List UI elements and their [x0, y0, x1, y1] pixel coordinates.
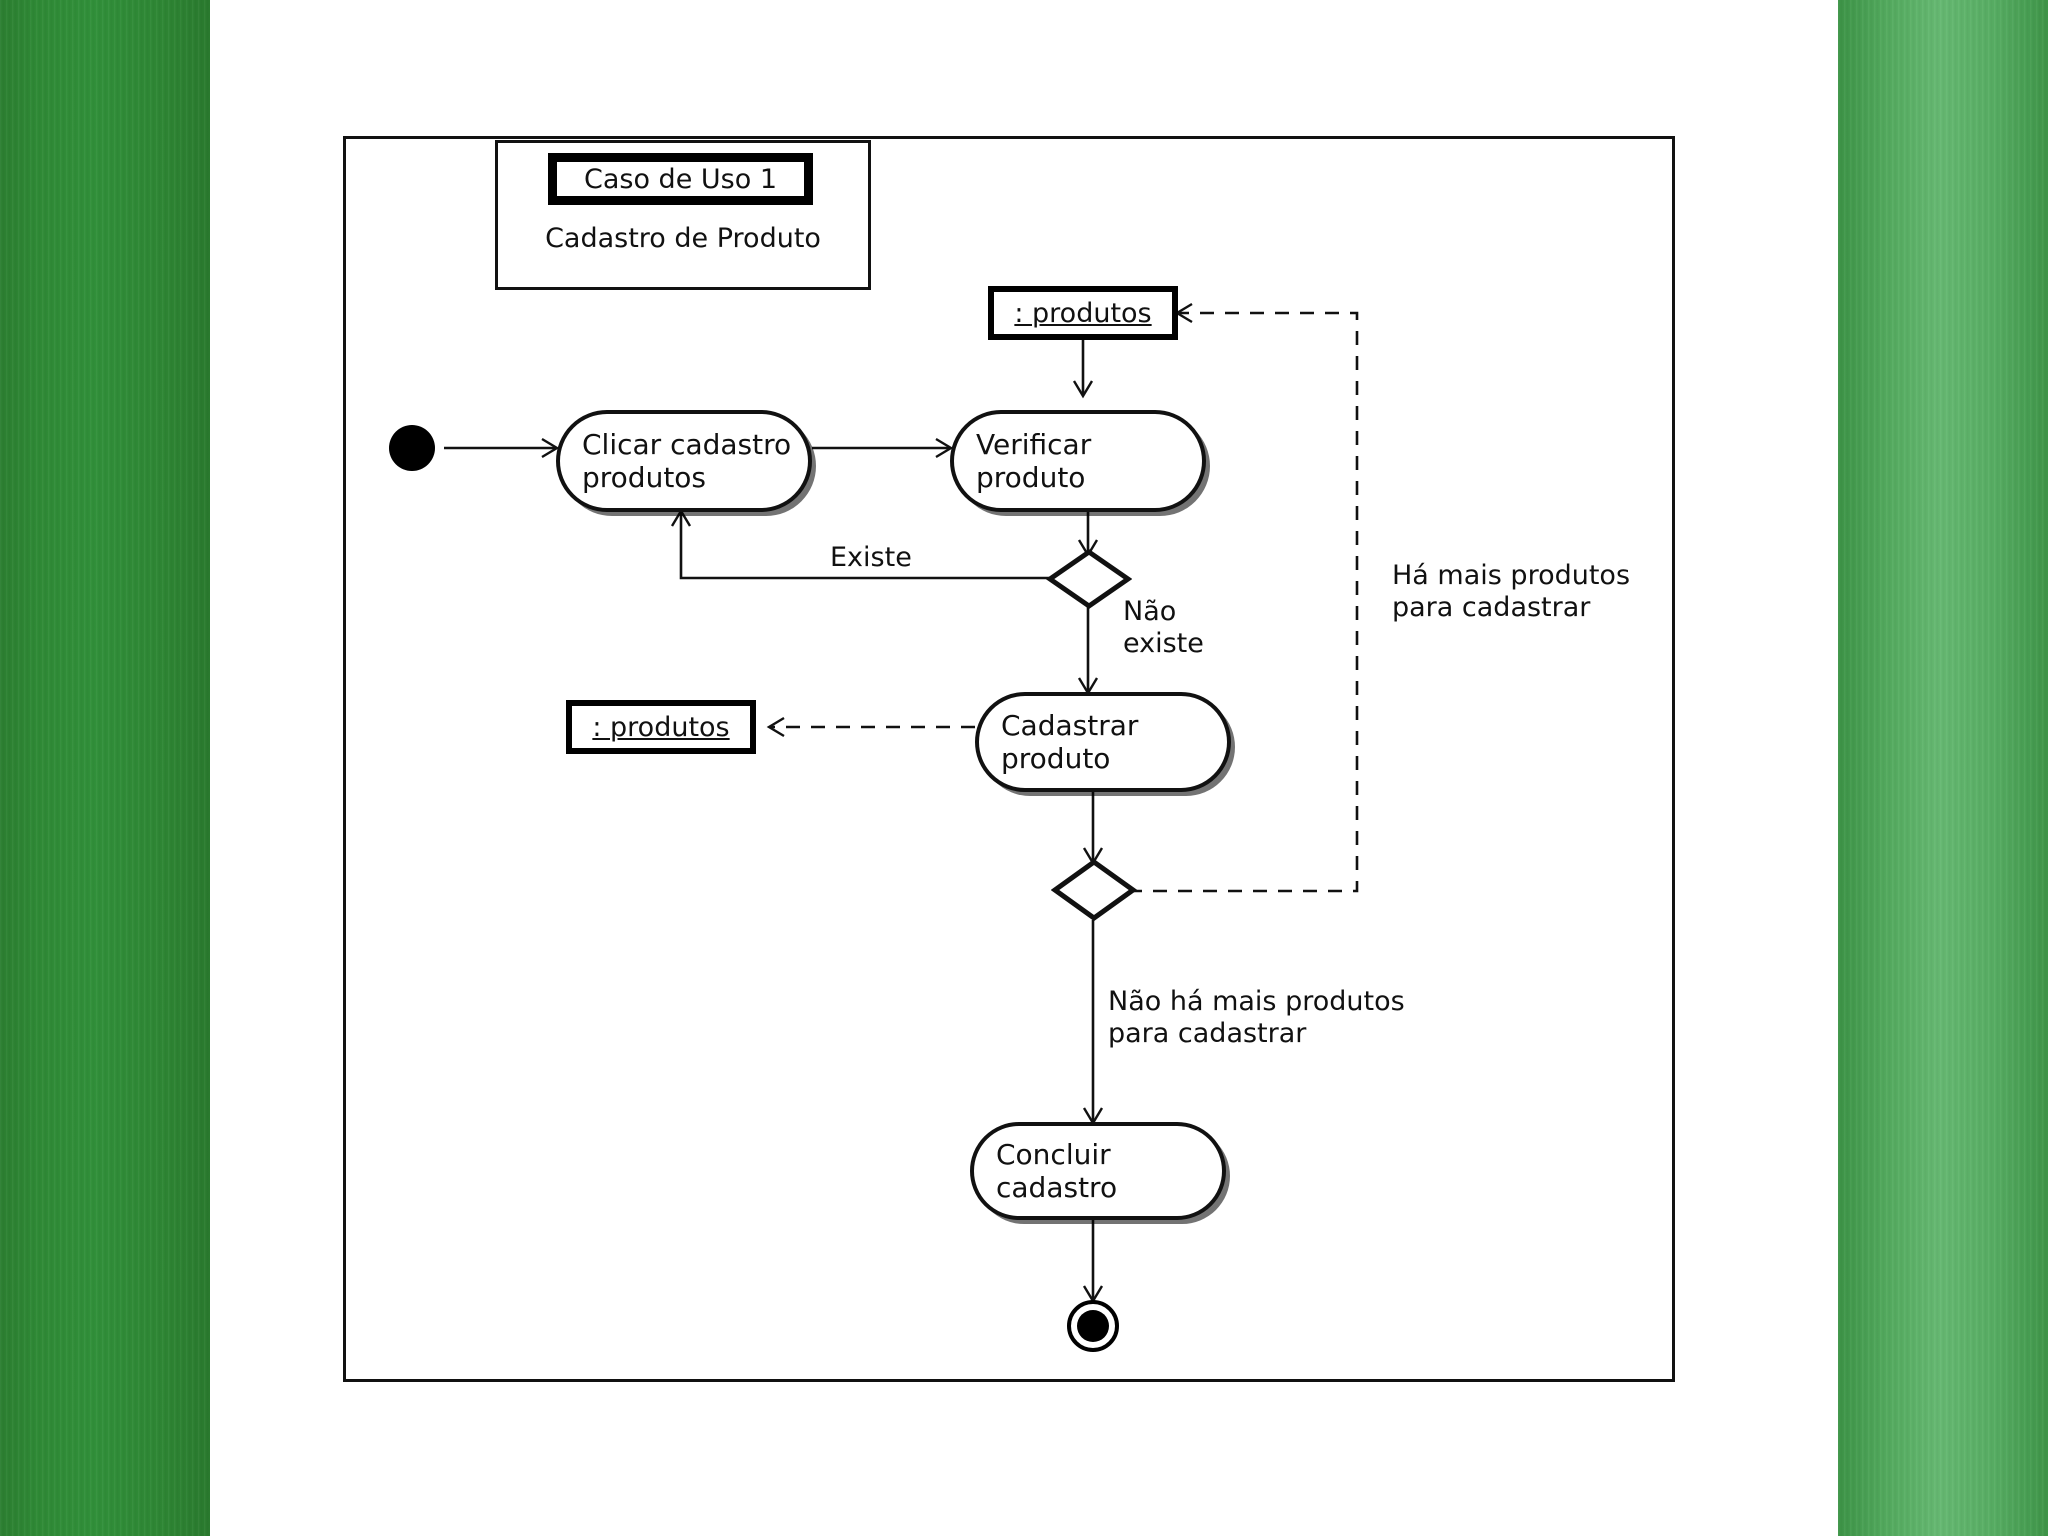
action-label: Clicar cadastro produtos: [582, 427, 792, 494]
action-verificar-produto[interactable]: Verificar produto: [950, 410, 1206, 512]
edge-label-existe: Existe: [830, 542, 912, 573]
legend-subtitle: Cadastro de Produto: [545, 223, 821, 254]
initial-node[interactable]: [389, 425, 435, 471]
decorative-band-left: [0, 0, 210, 1536]
object-node-produtos-top[interactable]: : produtos: [988, 286, 1178, 340]
action-concluir-cadastro[interactable]: Concluir cadastro: [970, 1122, 1226, 1220]
object-node-produtos-left[interactable]: : produtos: [566, 700, 756, 754]
action-clicar-cadastro-produtos[interactable]: Clicar cadastro produtos: [556, 410, 812, 512]
legend-box: Caso de Uso 1 Cadastro de Produto: [495, 140, 871, 290]
object-node-label: : produtos: [592, 711, 730, 743]
legend-title-box: Caso de Uso 1: [548, 153, 813, 205]
action-label: Concluir cadastro: [996, 1137, 1118, 1204]
edge-label-nao-ha-mais-produtos: Não há mais produtos para cadastrar: [1108, 986, 1405, 1049]
decorative-band-right: [1838, 0, 2048, 1536]
action-label: Cadastrar produto: [1001, 708, 1139, 775]
edge-label-nao-existe: Não existe: [1123, 596, 1204, 659]
edge-label-ha-mais-produtos: Há mais produtos para cadastrar: [1392, 560, 1631, 623]
final-node-core: [1077, 1310, 1109, 1342]
decision-node-existe[interactable]: [1046, 548, 1132, 610]
object-node-label: : produtos: [1014, 297, 1152, 329]
final-node[interactable]: [1067, 1300, 1119, 1352]
decision-node-mais-produtos[interactable]: [1051, 858, 1137, 922]
action-cadastrar-produto[interactable]: Cadastrar produto: [975, 692, 1231, 792]
action-label: Verificar produto: [976, 427, 1092, 494]
legend-title: Caso de Uso 1: [583, 163, 777, 195]
